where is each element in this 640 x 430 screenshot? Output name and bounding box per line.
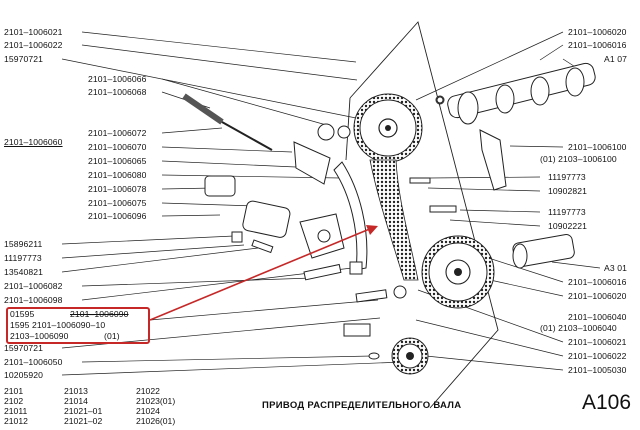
part-label: 2101–1006098 — [4, 295, 63, 305]
camshaft-sprocket — [353, 93, 423, 163]
chain-tensioner-shoe — [333, 161, 368, 271]
model-code: 2101 — [4, 386, 24, 396]
part-label-ref: A3 01 — [604, 263, 627, 273]
part-label: 2101–1006082 — [4, 281, 63, 291]
part-label: 2101–1006100 — [568, 142, 627, 152]
part-label: 10902221 — [548, 221, 588, 231]
part-label: 11197773 — [548, 207, 586, 217]
highlight-row1-b: 2101–1006090 — [70, 309, 129, 319]
part-label: 2101–1006021 — [4, 27, 63, 37]
part-label: 2101–1006021 — [568, 337, 627, 347]
part-label-ref: A1 07 — [604, 54, 627, 64]
bolts — [303, 96, 457, 360]
crankshaft-sprocket — [391, 337, 429, 375]
part-label: 2101–1006020 — [568, 291, 627, 301]
part-label: 2101–1006096 — [88, 211, 147, 221]
model-code: 21013 — [64, 386, 88, 396]
part-label: 2101–1006078 — [88, 184, 147, 194]
page-code: A106 — [582, 391, 632, 414]
part-label: 2101–1006022 — [4, 40, 63, 50]
model-code: 21026(01) — [136, 416, 176, 426]
diagram-title: ПРИВОД РАСПРЕДЕЛИТЕЛЬНОГО ВАЛА — [262, 400, 462, 411]
model-code: 21023(01) — [136, 396, 176, 406]
part-label: 2101–1006022 — [568, 351, 627, 361]
model-code: 21024 — [136, 406, 160, 416]
part-label: 2101–1006080 — [88, 170, 147, 180]
part-label: (01) 2103–1006040 — [540, 323, 617, 333]
part-label: 2101–1006050 — [4, 357, 63, 367]
part-label: 13540821 — [4, 267, 44, 277]
part-label: (01) 2103–1006100 — [540, 154, 617, 164]
part-label: 11197773 — [548, 172, 586, 182]
part-label: 2101–1006065 — [88, 156, 147, 166]
model-code: 21011 — [4, 406, 28, 416]
model-column-2: 21013 21014 21021–01 21021–02 — [64, 386, 102, 426]
model-code: 21021–01 — [64, 406, 103, 416]
part-label: 2101–1006070 — [88, 142, 147, 152]
part-label: 2101–1006075 — [88, 198, 147, 208]
part-label: 10205920 — [4, 370, 44, 380]
highlight-row1-a: 01595 — [10, 309, 35, 319]
highlight-row3-b: (01) — [104, 331, 120, 341]
chain-guide-bracket — [479, 129, 507, 191]
part-label: 2101–1005030 — [568, 365, 627, 375]
part-label: 10902821 — [548, 186, 588, 196]
model-column-1: 2101 2102 21011 21012 — [4, 386, 28, 426]
timing-chain — [369, 159, 419, 281]
camshaft — [435, 62, 596, 125]
tensioner-body — [204, 175, 345, 259]
highlight-row2: 1595 2101–1006090–10 — [10, 320, 106, 330]
intermediate-sprocket — [421, 235, 495, 309]
model-code: 21014 — [64, 396, 88, 406]
auxiliary-shaft — [512, 234, 575, 269]
part-label: 2101–1006068 — [88, 87, 147, 97]
highlight-arrow — [149, 225, 378, 321]
part-label: 2101–1006016 — [568, 40, 627, 50]
part-label: 2101–1006072 — [88, 128, 147, 138]
tensioner-spring-assembly — [182, 93, 351, 185]
part-label: 2101–1006016 — [568, 277, 627, 287]
part-label: 15896211 — [4, 239, 43, 249]
highlight-box — [6, 307, 150, 344]
model-code: 21012 — [4, 416, 28, 426]
part-label: 2101–1006066 — [88, 74, 147, 84]
part-label: 11197773 — [4, 253, 42, 263]
model-column-3: 21022 21023(01) 21024 21026(01) — [136, 386, 175, 426]
part-label: 2101–1006040 — [568, 312, 627, 322]
highlight-row3-a: 2103–1006090 — [10, 331, 69, 341]
part-label-assembly: 2101–1006060 — [4, 137, 63, 147]
part-label: 15970721 — [4, 54, 44, 64]
model-code: 21021–02 — [64, 416, 103, 426]
model-code: 2102 — [4, 396, 24, 406]
part-label: 15970721 — [4, 343, 44, 353]
part-label: 2101–1006020 — [568, 27, 627, 37]
model-code: 21022 — [136, 386, 160, 396]
